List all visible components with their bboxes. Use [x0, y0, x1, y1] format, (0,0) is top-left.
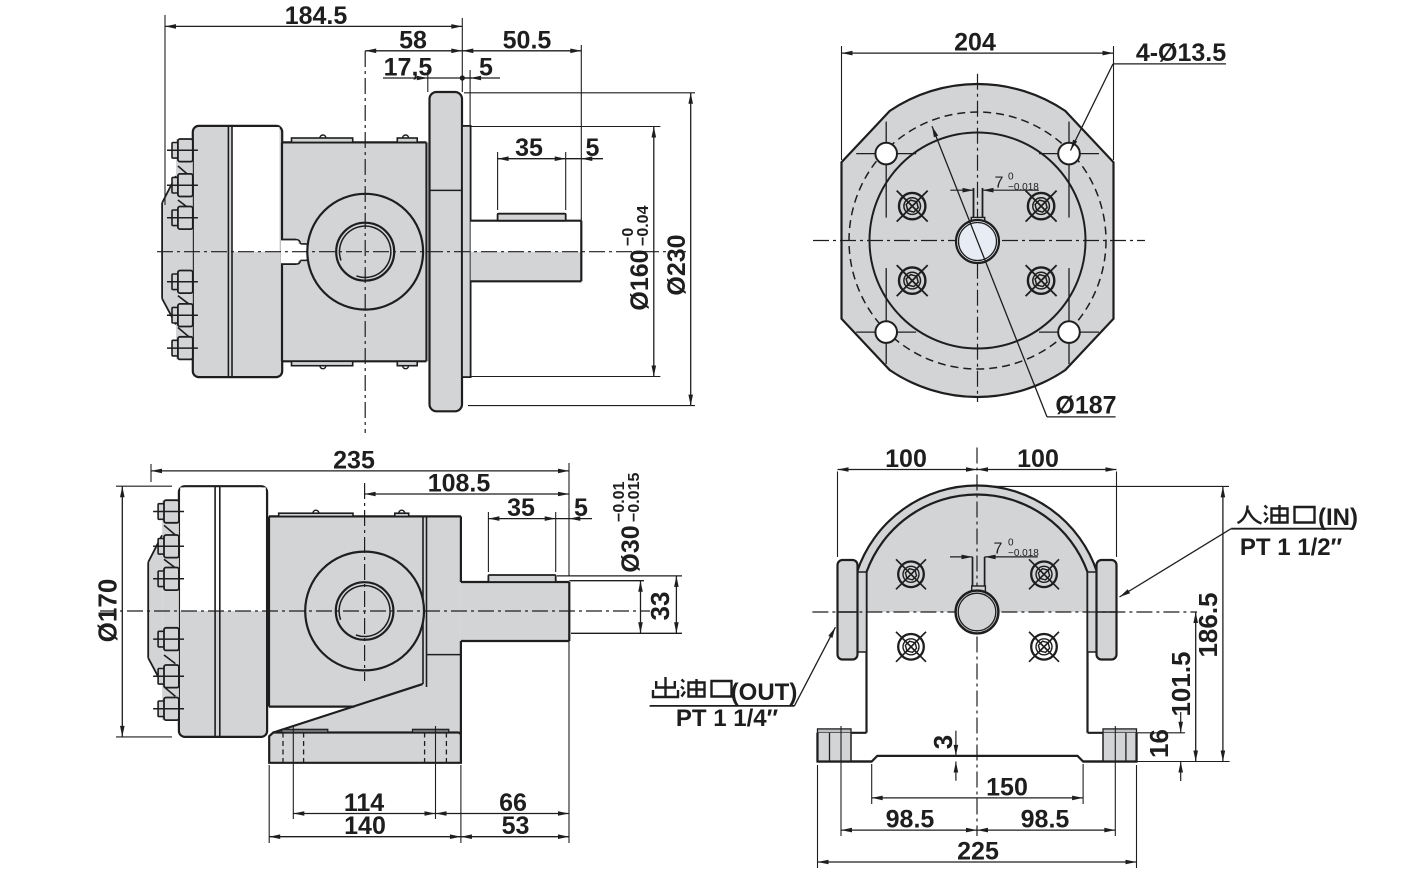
svg-text:−0.018: −0.018	[1008, 182, 1039, 193]
svg-text:5: 5	[574, 494, 588, 522]
svg-text:Ø230: Ø230	[663, 234, 691, 295]
svg-text:Ø30: Ø30	[617, 525, 645, 572]
svg-text:98.5: 98.5	[886, 806, 935, 834]
svg-text:5: 5	[479, 54, 493, 82]
svg-text:108.5: 108.5	[428, 470, 491, 498]
svg-text:150: 150	[986, 773, 1028, 801]
svg-text:16: 16	[1144, 729, 1174, 758]
svg-text:7: 7	[994, 541, 1003, 558]
svg-text:−0.015: −0.015	[626, 473, 643, 522]
svg-text:98.5: 98.5	[1021, 806, 1070, 834]
svg-text:204: 204	[954, 29, 996, 57]
svg-text:Ø170: Ø170	[93, 579, 123, 643]
svg-text:3: 3	[928, 735, 958, 749]
svg-text:140: 140	[344, 812, 386, 840]
svg-text:17,5: 17,5	[384, 54, 433, 82]
svg-text:186.5: 186.5	[1193, 592, 1223, 657]
svg-text:(OUT): (OUT)	[731, 679, 798, 706]
svg-text:101.5: 101.5	[1166, 651, 1196, 716]
svg-text:PT 1 1/2″: PT 1 1/2″	[1240, 534, 1343, 561]
svg-text:(IN): (IN)	[1318, 504, 1358, 531]
svg-text:100: 100	[1017, 445, 1059, 473]
svg-text:58: 58	[399, 26, 427, 54]
svg-text:0: 0	[1008, 172, 1014, 183]
svg-text:53: 53	[502, 812, 530, 840]
svg-text:184.5: 184.5	[285, 2, 348, 30]
svg-text:−0.018: −0.018	[1008, 548, 1039, 559]
svg-text:5: 5	[586, 134, 600, 162]
svg-text:33: 33	[645, 592, 675, 621]
svg-text:−0.01: −0.01	[611, 481, 628, 522]
svg-text:225: 225	[957, 838, 999, 866]
svg-text:100: 100	[885, 445, 927, 473]
svg-text:35: 35	[515, 134, 543, 162]
svg-text:50.5: 50.5	[503, 26, 552, 54]
svg-text:4-Ø13.5: 4-Ø13.5	[1136, 39, 1226, 67]
svg-text:66: 66	[499, 789, 527, 817]
svg-text:−0.04: −0.04	[635, 205, 652, 246]
svg-text:Ø187: Ø187	[1055, 392, 1116, 420]
svg-text:0: 0	[1008, 538, 1014, 549]
svg-text:Ø160: Ø160	[626, 249, 654, 310]
svg-text:235: 235	[333, 446, 375, 474]
svg-text:114: 114	[344, 789, 384, 817]
svg-text:−0: −0	[620, 228, 637, 246]
svg-text:35: 35	[507, 494, 535, 522]
svg-text:PT 1 1/4″: PT 1 1/4″	[676, 705, 779, 732]
svg-text:7: 7	[995, 175, 1004, 192]
